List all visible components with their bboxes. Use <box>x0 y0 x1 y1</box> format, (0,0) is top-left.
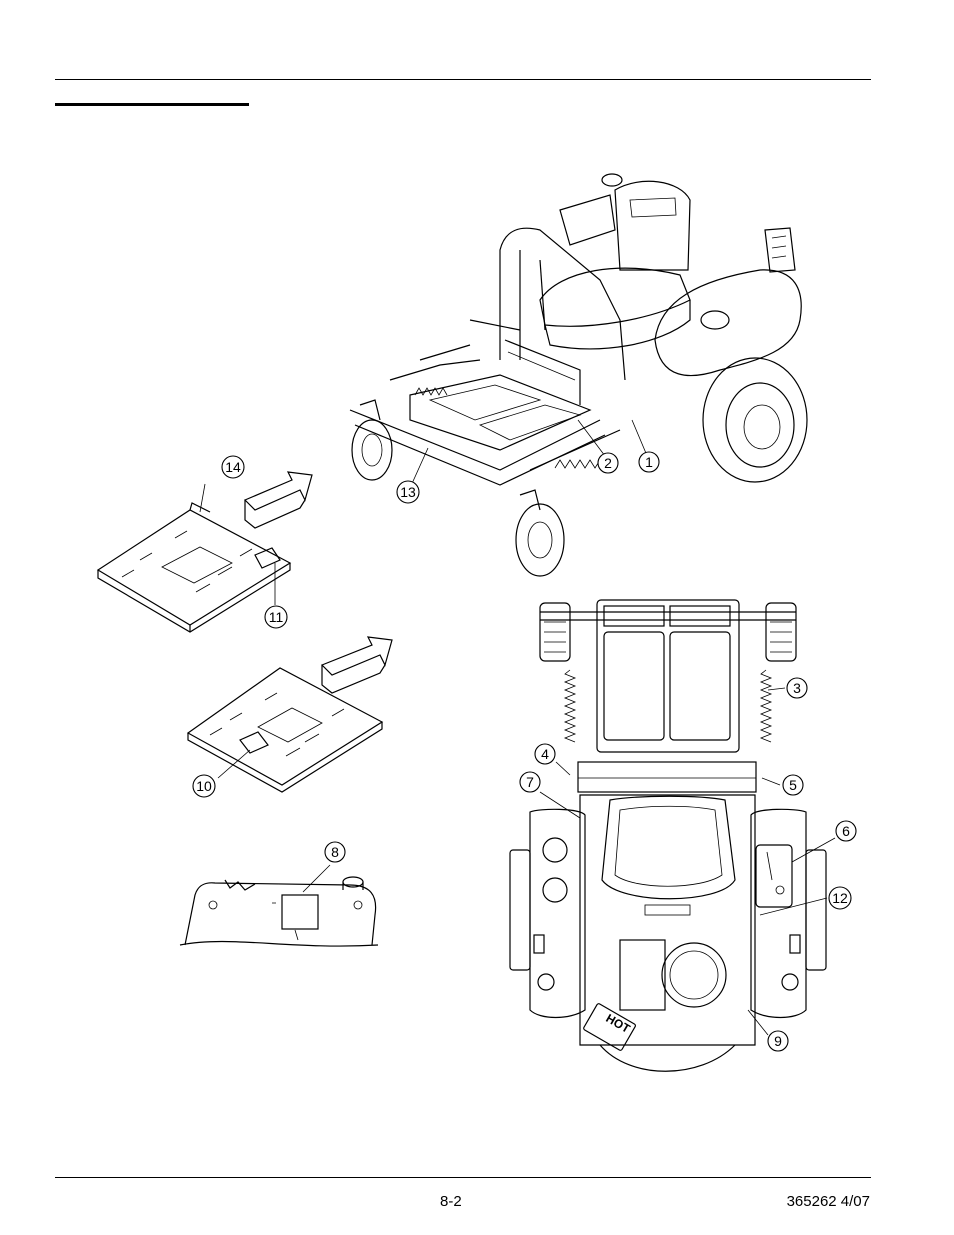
svg-text:13: 13 <box>400 484 416 500</box>
svg-text:5: 5 <box>789 777 797 793</box>
svg-text:11: 11 <box>269 609 284 625</box>
callout-3: 3 <box>787 678 807 698</box>
callout-13: 13 <box>397 481 419 503</box>
page-number: 8-2 <box>440 1193 462 1210</box>
svg-text:14: 14 <box>225 459 241 475</box>
rear-tank-view <box>180 865 378 946</box>
svg-text:12: 12 <box>832 890 848 906</box>
callout-10: 10 <box>193 775 215 797</box>
svg-text:10: 10 <box>196 778 212 794</box>
callout-6: 6 <box>836 821 856 841</box>
svg-text:2: 2 <box>604 455 612 471</box>
callout-12: 12 <box>829 887 851 909</box>
svg-text:1: 1 <box>645 454 653 470</box>
callout-9: 9 <box>768 1031 788 1051</box>
svg-text:7: 7 <box>526 774 534 790</box>
mower-perspective-drawing <box>350 174 807 576</box>
footplate-view-lower <box>188 637 392 792</box>
callout-1: 1 <box>639 452 659 472</box>
callout-7: 7 <box>520 772 540 792</box>
callout-5: 5 <box>783 775 803 795</box>
footer-rule <box>55 1177 871 1178</box>
svg-text:9: 9 <box>774 1033 782 1049</box>
callout-11: 11 <box>265 606 287 628</box>
callout-8: 8 <box>325 842 345 862</box>
document-id: 365262 4/07 <box>787 1193 870 1210</box>
callout-14: 14 <box>222 456 244 478</box>
svg-text:3: 3 <box>793 680 801 696</box>
callout-4: 4 <box>535 744 555 764</box>
svg-text:6: 6 <box>842 823 850 839</box>
hot-decal-text: HOT <box>604 1011 634 1036</box>
mower-top-view <box>510 600 835 1071</box>
svg-text:4: 4 <box>541 746 549 762</box>
callout-2: 2 <box>598 453 618 473</box>
svg-text:8: 8 <box>331 844 339 860</box>
